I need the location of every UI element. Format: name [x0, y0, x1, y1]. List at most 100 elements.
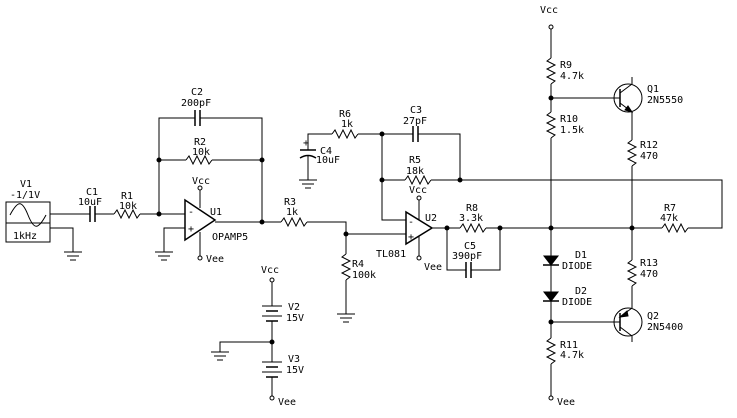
- r11-value: 4.7k: [560, 350, 584, 361]
- r8-resistor: R8 3.3k: [459, 203, 487, 234]
- r7-ref: R7: [664, 203, 676, 214]
- ground-symbol: [299, 179, 317, 189]
- d2-diode: D2 DIODE: [542, 286, 592, 308]
- r2-ref: R2: [194, 137, 206, 148]
- u1-plus: +: [188, 224, 194, 235]
- r7-resistor: R7 47k: [660, 203, 689, 234]
- r5-ref: R5: [409, 155, 421, 166]
- c4-plus: +: [303, 138, 309, 149]
- r1-ref: R1: [121, 191, 133, 202]
- v2-battery: V2 15V: [262, 302, 304, 324]
- r8-ref: R8: [466, 203, 478, 214]
- r12-ref: R12: [640, 140, 658, 151]
- d1-model: DIODE: [562, 261, 592, 272]
- r3-resistor: R3 1k: [280, 197, 308, 228]
- u2-ref: U2: [425, 213, 437, 224]
- r3-value: 1k: [286, 207, 298, 218]
- c2-capacitor: C2 200pF: [181, 87, 211, 126]
- u1-vee-label: Vee: [206, 254, 224, 265]
- c1-value: 10uF: [78, 197, 102, 208]
- d1-diode: D1 DIODE: [542, 250, 592, 272]
- r7-value: 47k: [660, 213, 678, 224]
- r9-ref: R9: [560, 60, 572, 71]
- c5-ref: C5: [464, 241, 476, 252]
- r6-ref: R6: [339, 109, 351, 120]
- v1-value: -1/1V: [10, 190, 40, 201]
- u2-model: TL081: [376, 249, 406, 260]
- r13-resistor: R13 470: [626, 258, 658, 287]
- ground-symbol: [64, 251, 82, 261]
- q2-pnp-transistor: Q2 2N5400: [613, 307, 683, 337]
- supply-vcc-label: Vcc: [261, 265, 279, 276]
- u2-vcc-label: Vcc: [409, 185, 427, 196]
- u1-model: OPAMP5: [212, 232, 248, 243]
- junction-dot: [156, 157, 162, 163]
- q1-model: 2N5550: [647, 95, 683, 106]
- v3-value: 15V: [286, 365, 304, 376]
- r1-value: 10k: [119, 201, 137, 212]
- vee-net-label: Vee: [557, 397, 575, 408]
- r12-value: 470: [640, 151, 658, 162]
- c4-ref: C4: [320, 146, 332, 157]
- vcc-net-label: Vcc: [540, 5, 558, 16]
- c1-capacitor: C1 10uF: [78, 187, 102, 222]
- d2-model: DIODE: [562, 297, 592, 308]
- u1-vcc-label: Vcc: [192, 176, 210, 187]
- u1-opamp: - + U1 OPAMP5: [184, 198, 248, 243]
- c3-capacitor: C3 27pF: [403, 105, 427, 142]
- r4-value: 100k: [352, 270, 376, 281]
- r13-ref: R13: [640, 258, 658, 269]
- c1-ref: C1: [86, 187, 98, 198]
- c2-ref: C2: [191, 87, 203, 98]
- junction-dot: [629, 225, 635, 231]
- r10-resistor: R10 1.5k: [545, 111, 584, 139]
- u2-minus: -: [408, 217, 414, 228]
- ground-symbol: [211, 351, 229, 361]
- supply-vee-label: Vee: [278, 397, 296, 408]
- v3-ref: V3: [288, 354, 300, 365]
- v2-value: 15V: [286, 313, 304, 324]
- r10-ref: R10: [560, 114, 578, 125]
- q1-ref: Q1: [647, 84, 659, 95]
- junction-dot: [156, 211, 162, 217]
- r9-value: 4.7k: [560, 71, 584, 82]
- r3-ref: R3: [284, 197, 296, 208]
- v3-battery: V3 15V: [262, 354, 304, 378]
- r5-value: 18k: [406, 166, 424, 177]
- junction-dot: [259, 157, 265, 163]
- r9-resistor: R9 4.7k: [545, 57, 584, 85]
- u2-opamp: - + U2 TL081: [376, 210, 437, 260]
- q2-model: 2N5400: [647, 322, 683, 333]
- v1-source: V1 -1/1V 1kHz: [5, 179, 51, 243]
- junction-dot: [457, 177, 463, 183]
- r6-value: 1k: [341, 119, 353, 130]
- r12-resistor: R12 470: [626, 139, 658, 167]
- q2-ref: Q2: [647, 311, 659, 322]
- c5-value: 390pF: [452, 251, 482, 262]
- c3-ref: C3: [410, 105, 422, 116]
- q1-npn-transistor: Q1 2N5550: [613, 83, 683, 113]
- r4-ref: R4: [352, 259, 364, 270]
- u2-vee-label: Vee: [424, 262, 442, 273]
- v2-ref: V2: [288, 302, 300, 313]
- c2-value: 200pF: [181, 98, 211, 109]
- r13-value: 470: [640, 269, 658, 280]
- ground-symbol: [155, 251, 173, 261]
- r4-resistor: R4 100k: [340, 253, 376, 281]
- c4-capacitor: + C4 10uF: [299, 138, 340, 166]
- r1-resistor: R1 10k: [113, 191, 141, 220]
- ground-symbol: [337, 313, 355, 323]
- r10-value: 1.5k: [560, 125, 584, 136]
- r2-value: 10k: [192, 147, 210, 158]
- u1-minus: -: [188, 207, 194, 218]
- r8-value: 3.3k: [459, 213, 483, 224]
- c5-capacitor: C5 390pF: [452, 241, 482, 278]
- c4-value: 10uF: [316, 155, 340, 166]
- u2-plus: +: [408, 232, 414, 243]
- d2-ref: D2: [575, 286, 587, 297]
- r11-ref: R11: [560, 340, 578, 351]
- u1-ref: U1: [210, 207, 222, 218]
- r2-resistor: R2 10k: [185, 137, 213, 166]
- r5-resistor: R5 18k: [404, 155, 432, 186]
